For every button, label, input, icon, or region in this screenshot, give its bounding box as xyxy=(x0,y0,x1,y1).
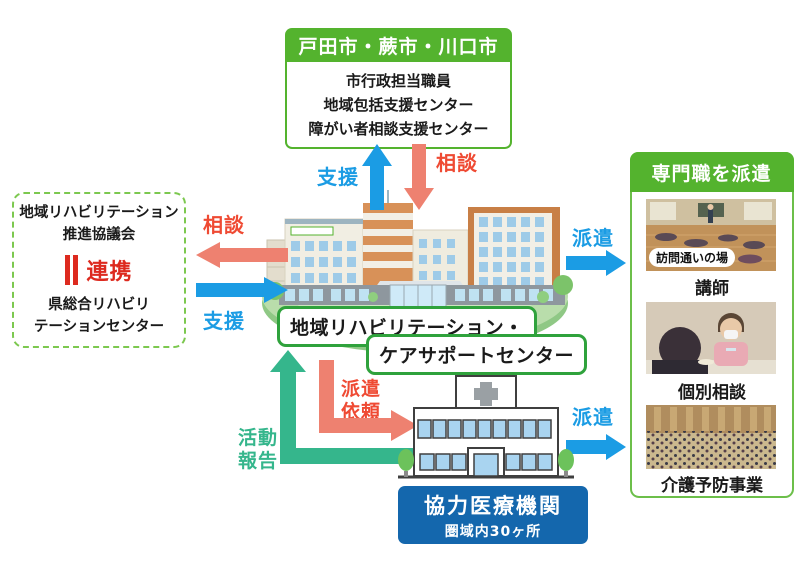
dispatch-request-arrow xyxy=(319,360,418,441)
medical-box: 協力医療機関 圏域内30ヶ所 xyxy=(398,486,588,544)
council-line: 地域リハビリテーション xyxy=(19,205,179,221)
prevention-event-photo xyxy=(646,405,776,469)
support-right-label: 支援 xyxy=(203,309,245,333)
prevention-event-caption: 介護予防事業 xyxy=(661,476,763,496)
support-up-label: 支援 xyxy=(317,165,359,189)
individual-consult-caption: 個別相談 xyxy=(678,383,746,403)
outreach-class-photo: 訪問通いの場 xyxy=(646,199,776,271)
cities-box: 戸田市・蕨市・川口市 市行政担当職員 地域包括支援センター 障がい者相談支援セン… xyxy=(285,28,512,149)
specialist-panel: 専門職を派遣 訪問通いの場 講師 xyxy=(629,151,794,498)
consult-down-arrow xyxy=(404,144,434,210)
support-right-arrow xyxy=(196,277,288,303)
dispatch-bottom-arrow xyxy=(566,434,626,460)
individual-consult-scene xyxy=(646,302,776,374)
consult-down-label: 相談 xyxy=(436,151,478,175)
hospital-illustration xyxy=(398,375,574,479)
lecturer-caption: 講師 xyxy=(695,279,729,299)
cities-box-line: 市行政担当職員 xyxy=(345,72,451,90)
center-label-line2: ケアサポートセンター xyxy=(366,334,588,375)
activity-report-label-line2: 報告 xyxy=(238,450,279,472)
cities-box-title: 戸田市・蕨市・川口市 xyxy=(285,28,512,62)
support-up-arrow xyxy=(362,144,392,210)
link-bars-icon xyxy=(65,255,71,285)
activity-report-label: 活動 報告 xyxy=(238,427,278,473)
cities-box-line: 障がい者相談支援センター xyxy=(308,120,489,138)
medical-box-subtitle: 圏域内30ヶ所 xyxy=(444,523,542,540)
dispatch-request-label: 派遣 依頼 xyxy=(341,378,381,424)
council-line: 県総合リハビリ xyxy=(48,297,150,313)
cities-box-line: 地域包括支援センター xyxy=(323,96,474,114)
dispatch-top-arrow xyxy=(566,250,626,276)
dispatch-request-label-line2: 依頼 xyxy=(341,401,382,423)
specialist-panel-title: 専門職を派遣 xyxy=(629,151,794,192)
dispatch-top-label: 派遣 xyxy=(572,226,614,250)
council-line: テーションセンター xyxy=(33,319,165,335)
consult-left-arrow xyxy=(196,242,288,268)
consult-left-label: 相談 xyxy=(203,213,245,237)
medical-box-title: 協力医療機関 xyxy=(424,493,562,518)
link-label: 連携 xyxy=(86,260,133,285)
link-row: 連携 xyxy=(14,254,184,286)
outreach-overlay-label: 訪問通いの場 xyxy=(649,248,736,267)
link-bars-icon xyxy=(73,255,79,285)
individual-consult-photo xyxy=(646,302,776,374)
dispatch-bottom-label: 派遣 xyxy=(572,405,614,429)
activity-report-label-line1: 活動 xyxy=(238,427,279,449)
council-line: 推進協議会 xyxy=(62,227,136,243)
cities-box-body: 市行政担当職員 地域包括支援センター 障がい者相談支援センター xyxy=(285,62,512,149)
dispatch-request-label-line1: 派遣 xyxy=(341,378,382,400)
council-box: 地域リハビリテーション 推進協議会 連携 県総合リハビリ テーションセンター xyxy=(12,192,186,348)
prevention-event-scene xyxy=(646,405,776,469)
